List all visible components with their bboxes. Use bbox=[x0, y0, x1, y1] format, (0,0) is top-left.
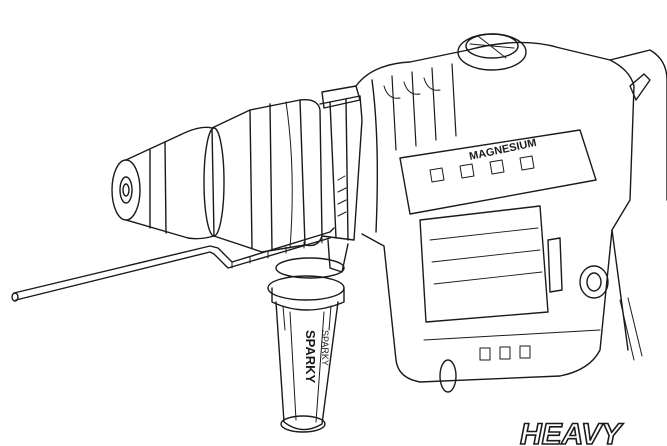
handle-brand: SPARKY bbox=[303, 330, 318, 384]
motor-housing bbox=[355, 41, 635, 393]
handle-collar bbox=[319, 85, 363, 273]
mode-selector bbox=[457, 33, 527, 71]
housing-label: MAGNESIUM bbox=[468, 137, 537, 163]
rear-handle bbox=[547, 49, 667, 361]
corner-heavy-text: HEAVY bbox=[520, 418, 624, 446]
handle-brand-secondary: SPARKY bbox=[320, 330, 330, 366]
side-handle bbox=[267, 257, 345, 433]
chuck-assembly bbox=[111, 99, 323, 253]
depth-gauge-rod bbox=[11, 227, 335, 302]
